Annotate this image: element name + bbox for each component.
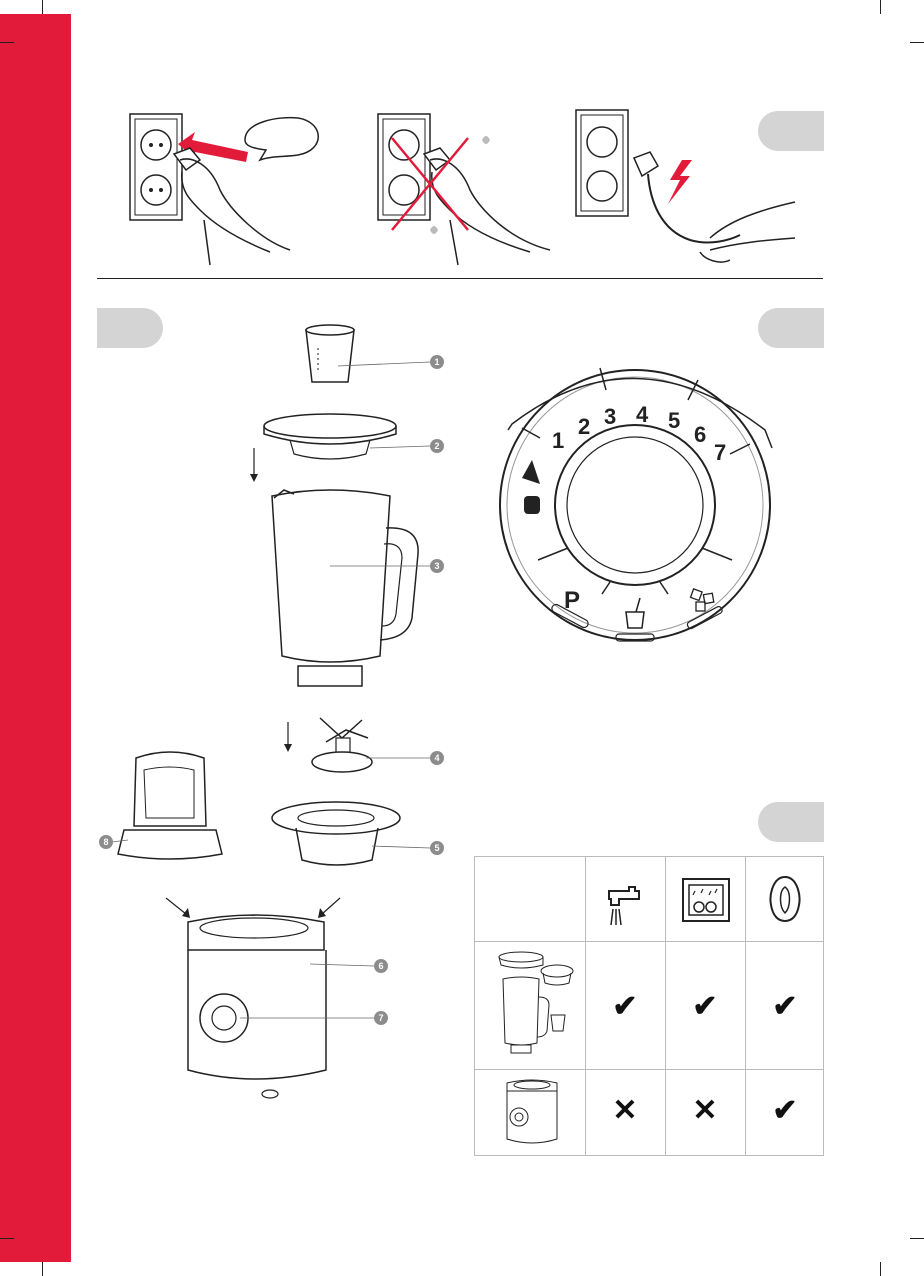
- crop-mark: [0, 42, 14, 43]
- crop-mark: [910, 1238, 924, 1239]
- crop-mark: [910, 42, 924, 43]
- dishwasher-mark-row2: ✕: [665, 1093, 745, 1128]
- callout-1: 1: [430, 355, 444, 369]
- speed-2[interactable]: 2: [578, 414, 590, 439]
- dishwasher-mark-row1: ✔: [665, 989, 745, 1024]
- crop-mark: [0, 1238, 14, 1239]
- section-divider: [97, 278, 823, 279]
- speed-3[interactable]: 3: [604, 404, 616, 429]
- parts-diagram: [90, 318, 460, 1118]
- dishwasher-icon: [681, 877, 731, 923]
- crop-mark: [880, 1262, 881, 1276]
- tap-mark-row2: ✕: [585, 1093, 665, 1128]
- cleaning-table: ✔ ✔ ✔ ✕ ✕ ✔: [474, 856, 824, 1156]
- callout-2: 2: [430, 439, 444, 453]
- wipe-mark-row2: ✔: [745, 1093, 825, 1128]
- cord-pull-warning-illustration: [570, 100, 800, 270]
- crop-mark: [42, 1262, 43, 1276]
- speed-6[interactable]: 6: [694, 422, 706, 447]
- callout-5: 5: [430, 841, 444, 855]
- tap-water-icon: [605, 877, 645, 927]
- tap-mark-row1: ✔: [585, 989, 665, 1024]
- section-badge: [758, 802, 824, 842]
- crop-mark: [880, 0, 881, 14]
- speed-4[interactable]: 4: [636, 402, 649, 427]
- speed-1[interactable]: 1: [552, 428, 564, 453]
- control-dial: 1 2 3 4 5 6 7 P: [480, 350, 790, 660]
- blender-accessories-image: [487, 947, 577, 1063]
- red-side-bar: [0, 14, 71, 1262]
- section-badge: [758, 308, 824, 348]
- crop-mark: [42, 0, 43, 14]
- callout-4: 4: [430, 751, 444, 765]
- cloth-wipe-icon: [767, 875, 803, 923]
- speed-7[interactable]: 7: [714, 440, 726, 465]
- callout-8: 8: [99, 835, 113, 849]
- callout-6: 6: [374, 959, 388, 973]
- callout-3: 3: [430, 559, 444, 573]
- wet-hands-warning-illustration: [370, 100, 560, 270]
- speed-5[interactable]: 5: [668, 408, 680, 433]
- wipe-mark-row1: ✔: [745, 989, 825, 1024]
- motor-base-image: [497, 1077, 567, 1149]
- callout-7: 7: [374, 1011, 388, 1025]
- plug-insert-illustration: [120, 100, 320, 270]
